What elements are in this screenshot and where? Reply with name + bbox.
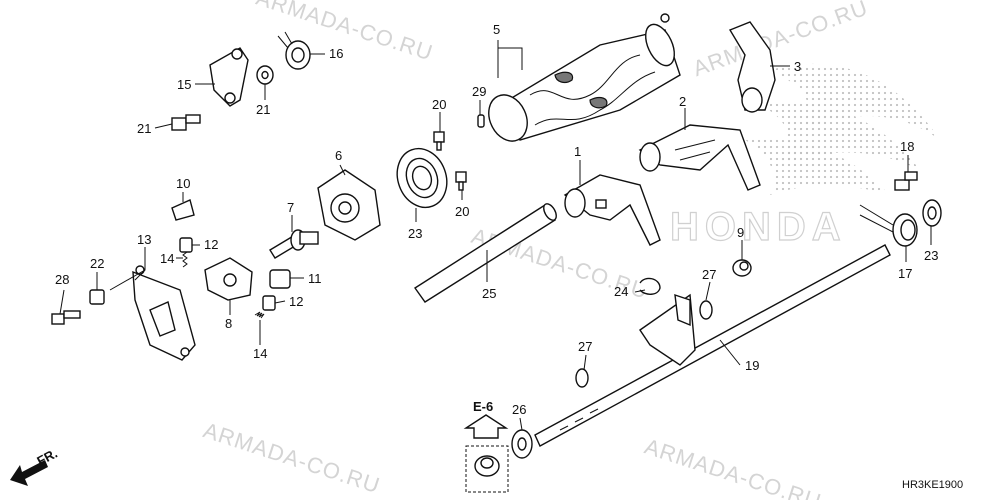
shift-fork-1 bbox=[563, 174, 661, 246]
callout-15: 15 bbox=[177, 77, 191, 92]
callout-4: 25 bbox=[482, 286, 496, 301]
spring-14-lower bbox=[254, 311, 265, 319]
callout-13: 13 bbox=[137, 232, 151, 247]
spring-14-upper bbox=[182, 251, 188, 268]
callout-10: 10 bbox=[176, 176, 190, 191]
callout-12-lower: 12 bbox=[289, 294, 303, 309]
spring-16 bbox=[277, 31, 311, 70]
callout-16: 16 bbox=[329, 46, 343, 61]
collar-11 bbox=[269, 269, 291, 289]
plate-13 bbox=[132, 265, 196, 361]
callout-23-upper: 23 bbox=[924, 248, 938, 263]
washer-23-lower bbox=[511, 429, 533, 459]
shift-fork-2 bbox=[638, 124, 761, 191]
shift-fork-shaft-4 bbox=[414, 203, 557, 303]
callout-17: 17 bbox=[898, 266, 912, 281]
bolt-18 bbox=[894, 171, 918, 191]
washer-22 bbox=[256, 65, 274, 85]
callout-5: 5 bbox=[493, 22, 500, 37]
brand-mark-text: HONDA bbox=[670, 205, 847, 249]
callout-7: 7 bbox=[287, 200, 294, 215]
clip-27-lower bbox=[575, 368, 589, 388]
callout-11: 11 bbox=[308, 271, 322, 286]
bearing-25 bbox=[396, 147, 448, 209]
callout-27-lower: 27 bbox=[578, 339, 592, 354]
callout-9: 9 bbox=[737, 225, 744, 240]
reference-label: E-6 bbox=[473, 399, 493, 414]
callout-20-lower: 20 bbox=[455, 204, 469, 219]
callout-6: 6 bbox=[335, 148, 342, 163]
gearshift-plate-8 bbox=[204, 257, 253, 301]
callout-27-upper: 27 bbox=[702, 267, 716, 282]
callout-1: 1 bbox=[574, 144, 581, 159]
bolt-28 bbox=[51, 310, 81, 325]
bolt-7 bbox=[269, 229, 319, 259]
collar-12-lower bbox=[262, 295, 276, 311]
collar-12-upper bbox=[179, 237, 193, 253]
pawl-10 bbox=[171, 199, 195, 221]
front-arrow bbox=[10, 460, 48, 486]
pin-29 bbox=[477, 114, 485, 128]
callout-19: 19 bbox=[745, 358, 759, 373]
callout-22: 21 bbox=[256, 102, 270, 117]
callout-24: 24 bbox=[614, 284, 628, 299]
callout-18: 18 bbox=[900, 139, 914, 154]
callout-2: 2 bbox=[679, 94, 686, 109]
leader-lines bbox=[59, 40, 932, 431]
callout-29: 29 bbox=[472, 84, 486, 99]
bolt-20-lower bbox=[455, 171, 467, 191]
bolt-20-upper bbox=[433, 131, 445, 151]
watermark-4: ARMADA-CO.RU bbox=[200, 417, 383, 498]
clip-24 bbox=[639, 277, 661, 295]
callout-labels: 5 29 20 20 23 25 1 2 3 18 17 23 9 27 24 … bbox=[34, 22, 963, 491]
callout-14-lower: 14 bbox=[253, 346, 267, 361]
clip-27-upper bbox=[699, 300, 713, 320]
callout-3: 3 bbox=[794, 59, 801, 74]
bolt-21 bbox=[171, 114, 201, 131]
shift-drum bbox=[488, 13, 681, 142]
diagram-code: HR3KE1900 bbox=[902, 479, 963, 491]
callout-12-upper: 12 bbox=[204, 237, 218, 252]
callout-21: 21 bbox=[137, 121, 151, 136]
collar-26 bbox=[89, 289, 105, 305]
spring-17 bbox=[859, 204, 918, 247]
stopper-arm-15 bbox=[209, 47, 249, 107]
callout-14-upper: 14 bbox=[160, 251, 174, 266]
callout-28: 28 bbox=[55, 272, 69, 287]
callout-26: 22 bbox=[90, 256, 104, 271]
collar-9 bbox=[732, 259, 752, 277]
washer-23-upper bbox=[922, 199, 942, 227]
watermark-1: ARMADA-CO.RU bbox=[253, 0, 436, 65]
callout-8: 8 bbox=[225, 316, 232, 331]
watermark-5: ARMADA-CO.RU bbox=[642, 434, 825, 500]
shift-fork-3 bbox=[728, 21, 776, 113]
gearshift-spindle-19 bbox=[534, 244, 891, 447]
reference-arrow bbox=[463, 414, 509, 493]
callout-23-lower: 26 bbox=[512, 402, 526, 417]
callout-25: 23 bbox=[408, 226, 422, 241]
honda-wing-logo: HONDA bbox=[669, 63, 940, 250]
drum-center-6 bbox=[317, 169, 381, 241]
callout-20-upper: 20 bbox=[432, 97, 446, 112]
